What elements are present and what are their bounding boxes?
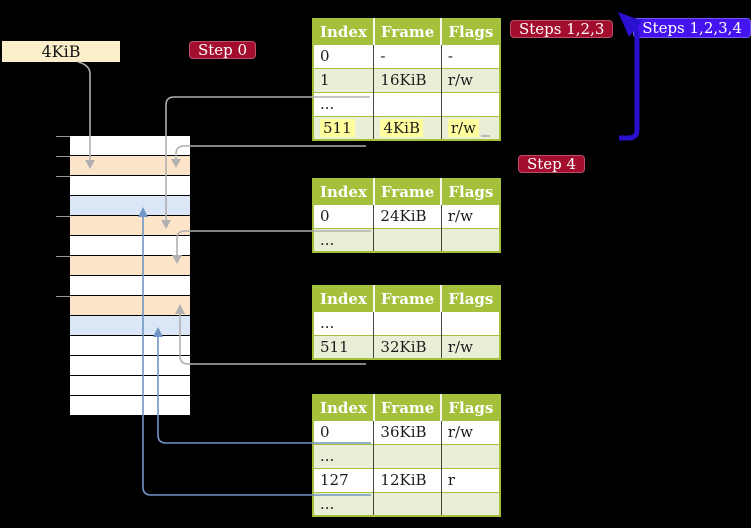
table-row: ... — [313, 310, 501, 335]
table-header-row: Index Frame Flags — [313, 179, 501, 204]
highlighted-value: 511 — [320, 118, 355, 137]
column-header: Flags — [440, 179, 501, 204]
memory-row-table — [70, 156, 190, 175]
table-cell — [440, 443, 501, 468]
table-cell — [440, 310, 501, 335]
memory-row-free — [70, 376, 190, 395]
column-header: Frame — [372, 286, 442, 311]
page-table-level2: Index Frame Flags ... 511 32KiB r/w — [312, 285, 502, 360]
column-header: Flags — [440, 395, 501, 420]
table-cell — [373, 443, 442, 468]
column-header: Index — [313, 19, 374, 44]
memory-row-table — [70, 256, 190, 275]
table-cell — [440, 227, 501, 252]
memory-row-free — [70, 176, 190, 195]
table-row: 127 12KiB r — [313, 467, 501, 492]
table-cell — [440, 491, 501, 516]
memory-row-table — [70, 216, 190, 235]
memory-tick — [56, 176, 70, 177]
memory-row-free — [70, 236, 190, 255]
memory-row-free — [70, 336, 190, 355]
highlighted-value: r/w — [447, 118, 479, 137]
table-cell: 36KiB — [373, 419, 442, 444]
frame-pointer-label: 4KiB — [2, 41, 120, 62]
memory-row-free — [70, 396, 190, 415]
page-table-level1: Index Frame Flags 0 36KiB r/w ... 127 12… — [312, 394, 502, 517]
table-row: 0 36KiB r/w — [313, 419, 501, 444]
table-row: 0 - - — [313, 43, 501, 68]
badge-steps-1234: Steps 1,2,3,4 — [633, 18, 751, 38]
table-cell: r/w — [440, 334, 501, 359]
table-cell: r/w — [440, 67, 501, 92]
memory-column — [70, 136, 190, 417]
table-cell: ... — [313, 443, 374, 468]
memory-tick — [56, 136, 70, 137]
column-header: Flags — [440, 19, 501, 44]
table-cell: r — [440, 467, 501, 492]
memory-row-mapped — [70, 316, 190, 335]
page-table-level4: Index Frame Flags 0 - - 1 16KiB r/w ... … — [312, 18, 502, 141]
memory-row-free — [70, 276, 190, 295]
memory-tick — [56, 216, 70, 217]
table-cell: 24KiB — [373, 203, 442, 228]
table-cell: 12KiB — [373, 467, 442, 492]
arrow-l4-entry511-to-4kib — [175, 145, 366, 159]
table-row: 511 32KiB r/w — [313, 334, 501, 359]
table-cell: 1 — [313, 67, 374, 92]
table-cell: 511 — [313, 334, 374, 359]
table-cell — [440, 91, 501, 116]
table-cell: 0 — [313, 43, 374, 68]
column-header: Index — [313, 395, 374, 420]
table-cell: 127 — [313, 467, 374, 492]
table-cell — [373, 310, 442, 335]
table-cell: 4KiB — [373, 115, 442, 140]
table-cell: - — [373, 43, 442, 68]
column-header: Index — [313, 286, 374, 311]
table-cell: r/w — [440, 203, 501, 228]
memory-row-free — [70, 356, 190, 375]
table-row: ... — [313, 91, 501, 116]
badge-steps-123: Steps 1,2,3 — [510, 20, 614, 38]
table-cell: ... — [313, 310, 374, 335]
badge-step0: Step 0 — [189, 41, 257, 59]
table-header-row: Index Frame Flags — [313, 395, 501, 420]
memory-tick — [56, 156, 70, 157]
column-header: Frame — [372, 395, 442, 420]
table-cell: r/w — [440, 115, 501, 140]
table-row: ... — [313, 227, 501, 252]
column-header: Flags — [440, 286, 501, 311]
memory-tick — [56, 256, 70, 257]
page-table-level3: Index Frame Flags 0 24KiB r/w ... — [312, 178, 502, 253]
table-cell — [373, 227, 442, 252]
table-cell: 0 — [313, 203, 374, 228]
memory-row-free — [70, 136, 190, 155]
table-cell: r/w — [440, 419, 501, 444]
table-header-row: Index Frame Flags — [313, 19, 501, 44]
column-header: Frame — [372, 19, 442, 44]
table-cell: ... — [313, 91, 374, 116]
big-loop-arrow — [619, 23, 640, 141]
table-cell: 511 — [313, 115, 374, 140]
memory-row-mapped — [70, 196, 190, 215]
table-header-row: Index Frame Flags — [313, 286, 501, 311]
table-cell: 32KiB — [373, 334, 442, 359]
table-row: ... — [313, 491, 501, 516]
table-cell: 16KiB — [373, 67, 442, 92]
table-cell: ... — [313, 491, 374, 516]
table-row: 0 24KiB r/w — [313, 203, 501, 228]
table-cell — [373, 91, 442, 116]
table-cell: 0 — [313, 419, 374, 444]
memory-row-table — [70, 296, 190, 315]
table-row: ... — [313, 443, 501, 468]
table-row-highlighted: 511 4KiB r/w — [313, 115, 501, 140]
column-header: Index — [313, 179, 374, 204]
table-cell — [373, 491, 442, 516]
table-cell: ... — [313, 227, 374, 252]
column-header: Frame — [372, 179, 442, 204]
table-cell: - — [440, 43, 501, 68]
table-row: 1 16KiB r/w — [313, 67, 501, 92]
highlighted-value: 4KiB — [380, 118, 423, 137]
badge-step4: Step 4 — [518, 155, 586, 173]
memory-tick — [56, 296, 70, 297]
